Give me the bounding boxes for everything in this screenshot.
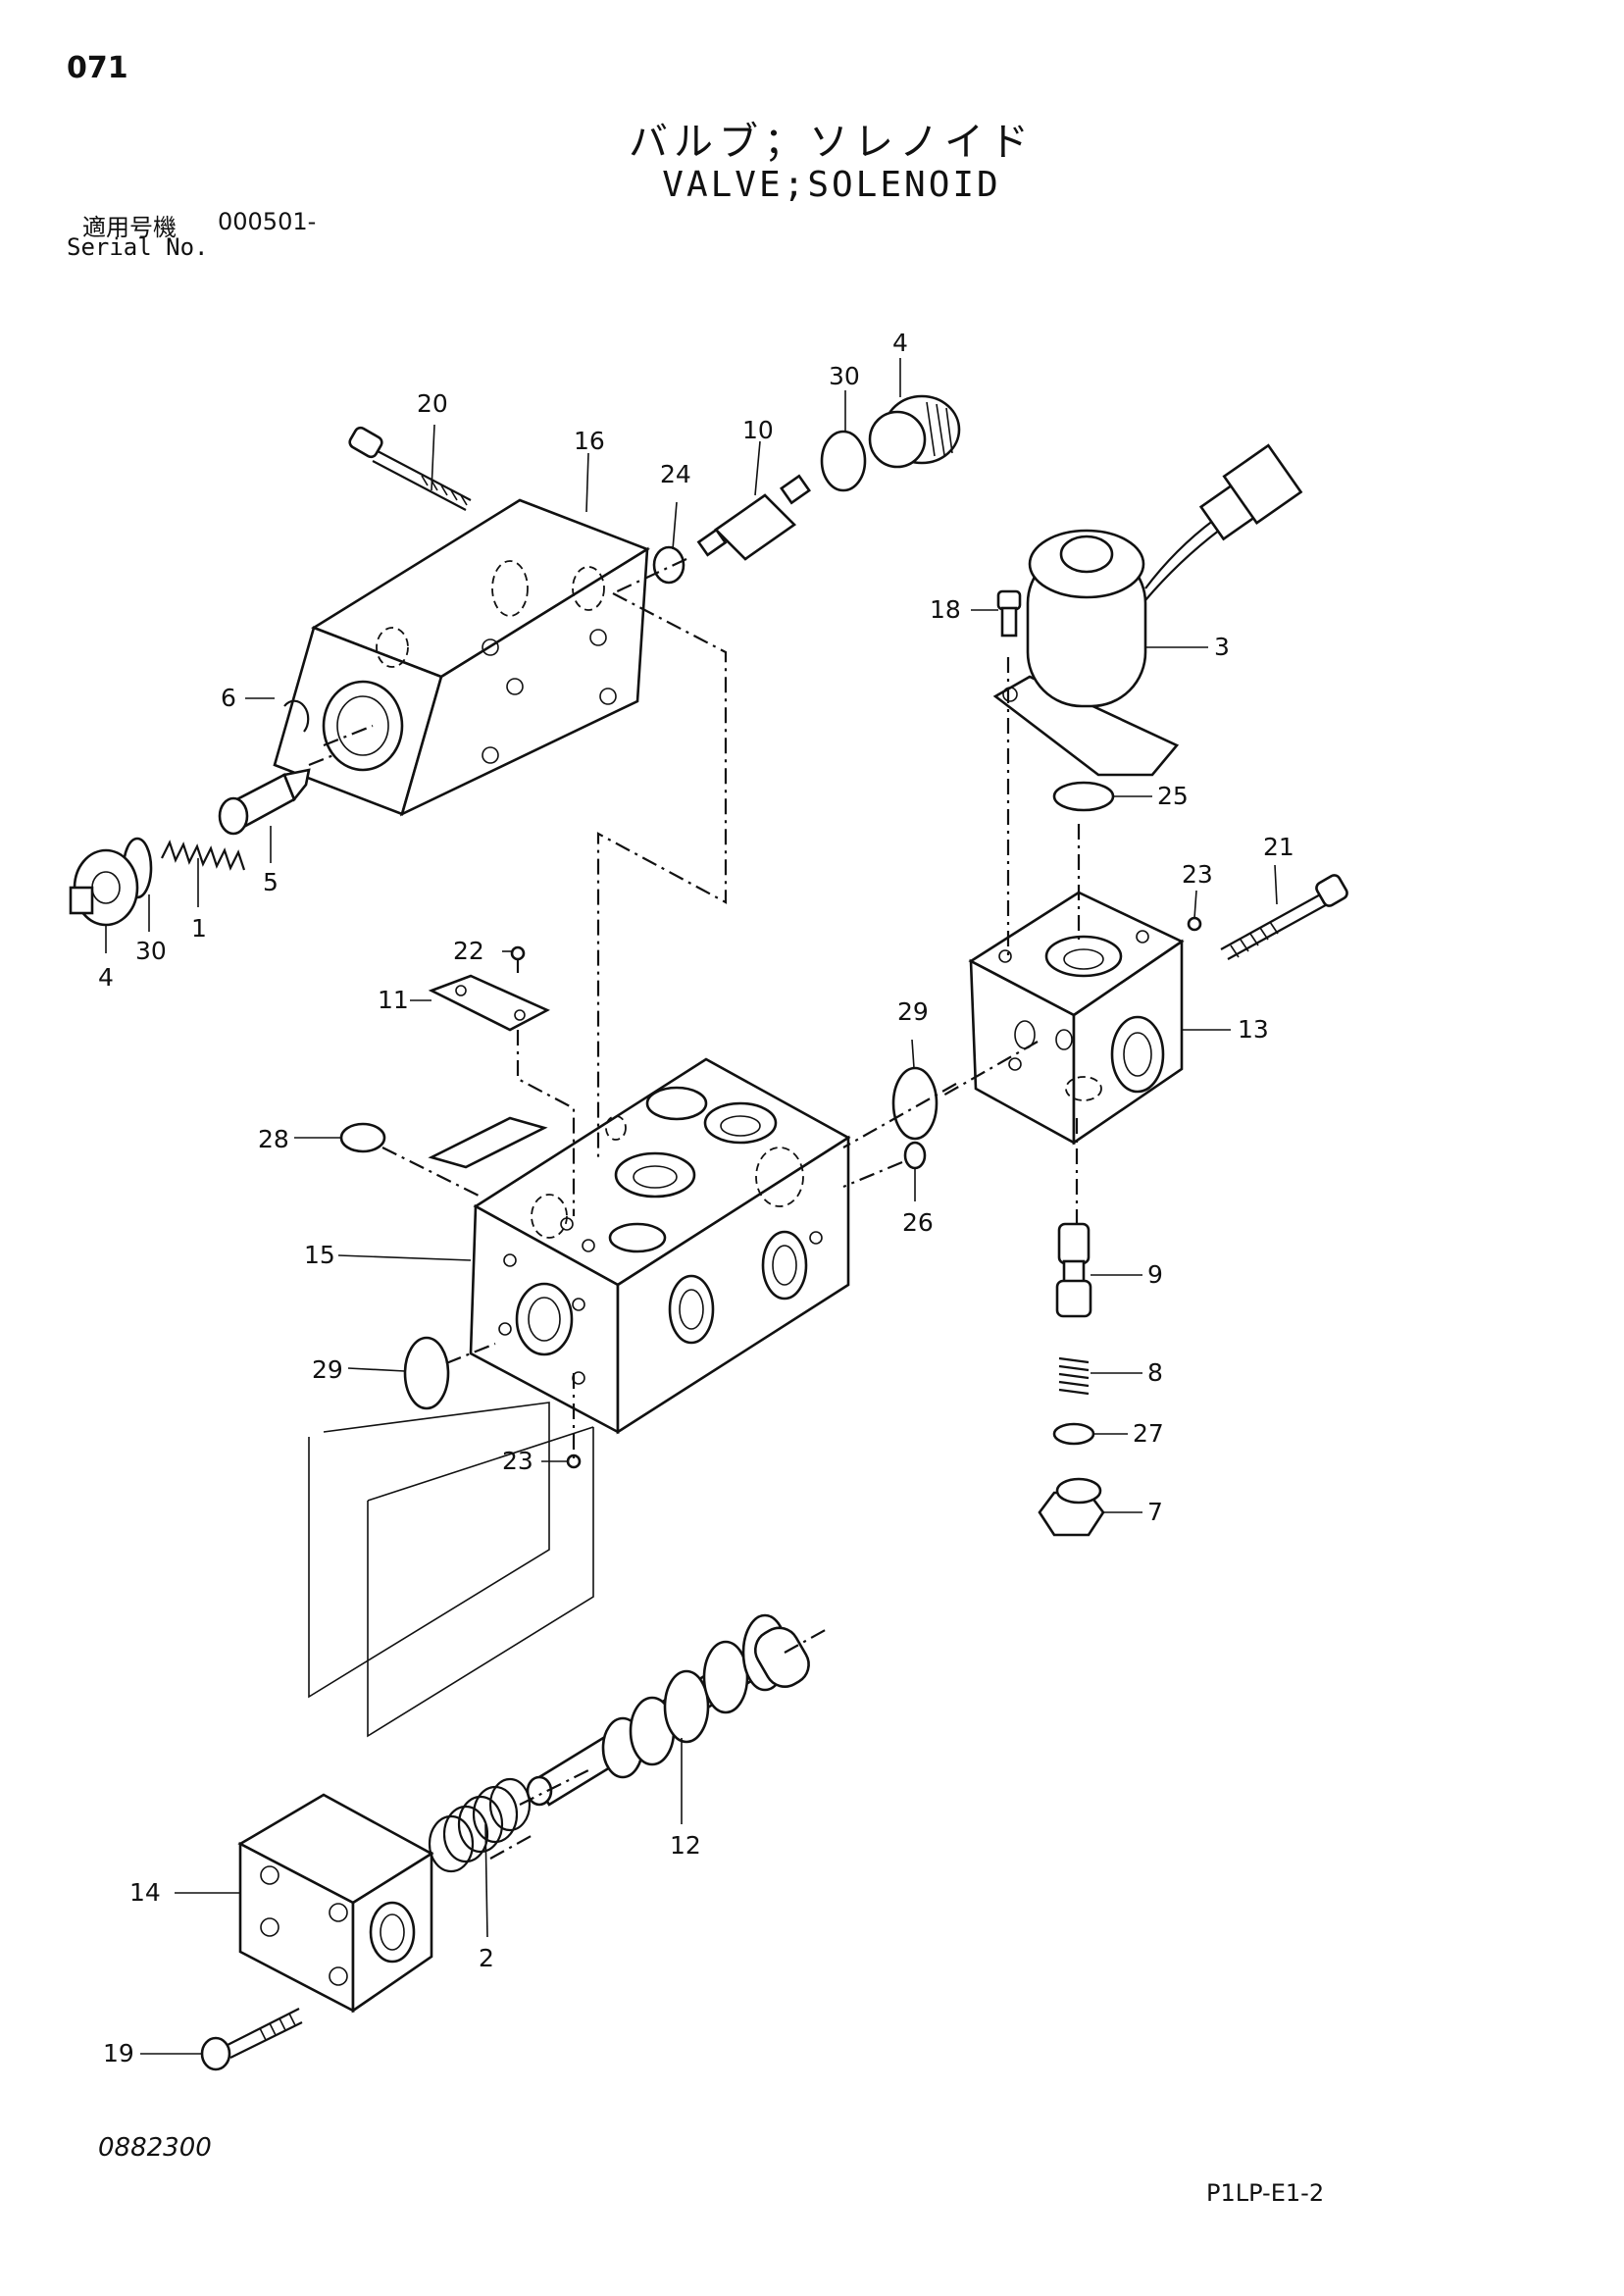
callout-7: 7	[1147, 1498, 1163, 1526]
assembly-lines	[308, 558, 1081, 1860]
part-29-o-ring-left[interactable]	[403, 1336, 450, 1410]
title-english: VALVE;SOLENOID	[662, 165, 1001, 205]
callout-29-left: 29	[312, 1355, 343, 1384]
callout-13: 13	[1238, 1015, 1269, 1044]
callout-12: 12	[670, 1831, 701, 1860]
callout-9: 9	[1147, 1260, 1163, 1289]
callout-1: 1	[191, 914, 207, 943]
callout-10: 10	[742, 416, 774, 444]
part-21-bolt[interactable]	[1220, 873, 1349, 960]
callout-21: 21	[1263, 833, 1294, 861]
callout-11: 11	[378, 986, 409, 1014]
callout-23-bottom: 23	[502, 1447, 533, 1475]
callout-26: 26	[902, 1208, 934, 1237]
callout-29-right: 29	[897, 997, 929, 1026]
callout-15: 15	[304, 1241, 335, 1269]
part-3-solenoid[interactable]	[992, 443, 1303, 777]
part-2-spring[interactable]	[428, 1777, 532, 1873]
part-26-o-ring[interactable]	[903, 1141, 927, 1170]
callout-28: 28	[258, 1125, 289, 1153]
part-7-plug[interactable]	[1038, 1477, 1105, 1537]
part-6-snap-ring[interactable]	[283, 699, 310, 733]
leader-lines	[105, 358, 1278, 2055]
callout-4: 4	[892, 329, 908, 357]
part-4-plug-left[interactable]	[69, 848, 139, 927]
serial-label-english: Serial No.	[67, 233, 209, 261]
part-11-plate[interactable]	[428, 974, 550, 1032]
callout-8: 8	[1147, 1358, 1163, 1387]
callout-25: 25	[1157, 782, 1189, 810]
part-25-o-ring[interactable]	[1052, 781, 1115, 812]
part-16-valve-body[interactable]	[273, 498, 650, 817]
figure-code: P1LP-E1-2	[1206, 2179, 1325, 2207]
part-29-o-ring-right[interactable]	[891, 1066, 939, 1141]
callout-18: 18	[930, 595, 961, 624]
part-18-screw[interactable]	[996, 589, 1022, 638]
part-19-bolt[interactable]	[200, 2008, 303, 2071]
part-12-spool[interactable]	[526, 1613, 816, 1807]
part-28-o-ring[interactable]	[339, 1122, 386, 1153]
callout-30-left: 30	[135, 937, 167, 965]
part-30-o-ring[interactable]	[820, 430, 867, 492]
page-number: 071	[67, 51, 128, 85]
serial-value: 000501-	[218, 208, 317, 235]
part-8-spring[interactable]	[1058, 1356, 1090, 1396]
part-23-pin-right[interactable]	[1187, 916, 1202, 932]
part-1-spring[interactable]	[161, 840, 246, 871]
title-japanese: バルブ；ソレノイド	[629, 120, 1035, 165]
callout-30: 30	[829, 362, 860, 390]
part-9-sleeve[interactable]	[1055, 1222, 1092, 1318]
callout-23-right: 23	[1182, 860, 1213, 889]
part-14-end-cap[interactable]	[237, 1793, 434, 2014]
callout-6: 6	[221, 684, 236, 712]
part-27-o-ring[interactable]	[1052, 1422, 1095, 1446]
part-10-cartridge[interactable]	[696, 474, 811, 561]
part-22-screw[interactable]	[510, 945, 526, 973]
callout-19: 19	[103, 2039, 134, 2067]
callout-20: 20	[417, 389, 448, 418]
callout-22: 22	[453, 937, 484, 965]
callout-24: 24	[660, 460, 691, 488]
serial-label-japanese: 適用号機	[82, 214, 177, 241]
part-5-poppet[interactable]	[218, 768, 311, 836]
part-4-plug[interactable]	[868, 394, 961, 469]
part-15-main-body[interactable]	[428, 1057, 851, 1435]
callout-14: 14	[129, 1878, 161, 1907]
callout-5: 5	[263, 868, 279, 896]
callout-27: 27	[1133, 1419, 1164, 1448]
callout-labels: 20 16 24 10 30 4 6 5 1 30 4 18 3 25 21 2…	[98, 329, 1294, 2067]
part-20-bolt[interactable]	[348, 426, 472, 511]
callout-16: 16	[574, 427, 605, 455]
part-24-o-ring[interactable]	[652, 545, 685, 585]
callout-3: 3	[1214, 633, 1230, 661]
callout-2: 2	[479, 1944, 494, 1972]
part-13-block[interactable]	[968, 891, 1185, 1146]
callout-4-left: 4	[98, 963, 114, 992]
document-code: 0882300	[98, 2133, 212, 2163]
